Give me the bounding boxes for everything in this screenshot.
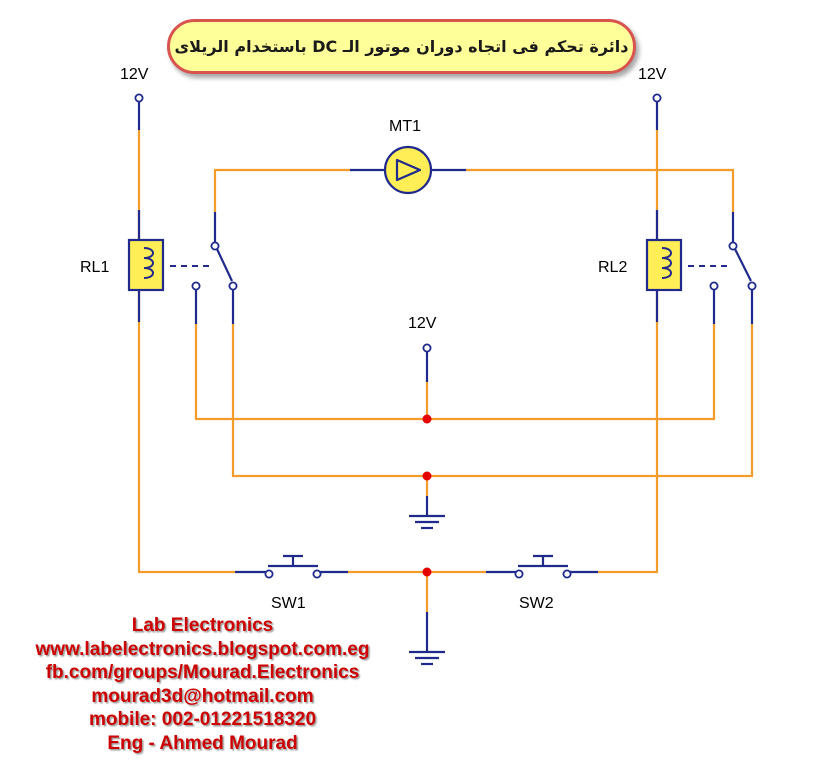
relay-rl2: RL2 (598, 238, 757, 292)
relay-label-right: RL2 (598, 259, 627, 276)
pushbutton-sw2: SW2 (514, 554, 572, 612)
credits-facebook: fb.com/groups/Mourad.Electronics (45, 662, 360, 683)
supply-label-center: 12V (408, 315, 437, 332)
credits-email: mourad3d@hotmail.com (91, 685, 314, 707)
relay-rl1: RL1 (80, 238, 238, 292)
relay-nc-terminal (191, 281, 201, 291)
motor-icon (383, 145, 433, 195)
pushbutton-sw1: SW1 (264, 554, 322, 612)
relay-switch-arm (734, 248, 752, 282)
diagram-title: دائرة تحكم فى اتجاه دوران موتور الـ DC ب… (174, 37, 629, 56)
credits-website: www.labelectronics.blogspot.com.eg (35, 638, 370, 660)
credits-block: Lab Electronics www.labelectronics.blogs… (0, 614, 405, 755)
supply-terminal-center: 12V (408, 315, 437, 353)
motor-label: MT1 (389, 118, 421, 135)
credits-author: Eng - Ahmed Mourad (107, 732, 298, 754)
relay-no-terminal (747, 281, 757, 291)
junction-dot (422, 471, 432, 481)
component-leads (137, 102, 754, 652)
relay-common-terminal (210, 241, 220, 251)
supply-label-right: 12V (638, 66, 667, 83)
relay-switch-arm (216, 248, 233, 282)
junction-dot (422, 567, 432, 577)
supply-terminal-right: 12V (638, 66, 667, 103)
supply-label-left: 12V (120, 66, 149, 83)
junction-dot (422, 414, 432, 424)
relay-coil-icon (645, 238, 683, 292)
relay-label-left: RL1 (80, 259, 109, 276)
credits-mobile: mobile: 002-01221518320 (88, 709, 317, 730)
supply-terminal-left: 12V (120, 66, 149, 103)
credits-name: Lab Electronics (131, 615, 274, 636)
relay-common-terminal (728, 241, 738, 251)
ground-icon (409, 514, 445, 530)
wires (137, 130, 754, 612)
relay-nc-terminal (709, 281, 719, 291)
motor-mt1: MT1 (383, 118, 433, 195)
switch-label-right: SW2 (519, 595, 554, 612)
title-banner: دائرة تحكم فى اتجاه دوران موتور الـ DC ب… (167, 19, 636, 74)
ground-icon (409, 650, 445, 666)
switch-label-left: SW1 (271, 595, 306, 612)
relay-no-terminal (228, 281, 238, 291)
